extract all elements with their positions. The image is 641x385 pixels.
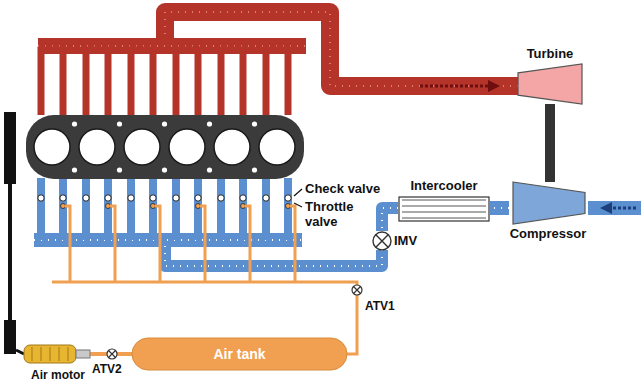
node-label: Compressor	[510, 226, 587, 242]
air-motor: Air motor	[20, 342, 96, 382]
part-label: Check valve	[305, 181, 425, 196]
cylinders	[34, 121, 295, 172]
compressor-shape	[505, 182, 591, 224]
intake-runners	[38, 178, 291, 240]
motor-shape	[20, 342, 96, 366]
atv1-valve	[352, 285, 362, 295]
node-label: Air tank	[213, 346, 265, 362]
node-label: Intercooler	[410, 178, 477, 194]
engine-block	[26, 115, 304, 179]
intercooler: Intercooler	[398, 178, 490, 222]
node-label: IMV	[394, 233, 417, 249]
intake-pipe	[382, 208, 398, 231]
turbo-shaft	[550, 104, 551, 182]
intake-pipe	[490, 208, 509, 209]
cooler-shape	[398, 196, 490, 222]
compressor: Compressor	[505, 182, 591, 242]
node-label: Turbine	[527, 46, 574, 62]
belt-drive	[4, 112, 24, 354]
leader-line	[294, 203, 302, 207]
part-label: Throttle valve	[305, 199, 365, 229]
leader-line	[294, 189, 302, 196]
intake-metering-valve: IMV	[372, 231, 420, 251]
turbine-shape	[508, 64, 592, 104]
valve-label: ATV1	[365, 299, 425, 314]
turbine: Turbine	[508, 46, 592, 104]
valve-label: ATV2	[92, 362, 132, 377]
atv2-valve	[107, 349, 117, 359]
node-label: Air motor	[31, 368, 85, 382]
air-tank: Air tank	[132, 338, 347, 370]
exhaust-runners	[41, 50, 288, 115]
